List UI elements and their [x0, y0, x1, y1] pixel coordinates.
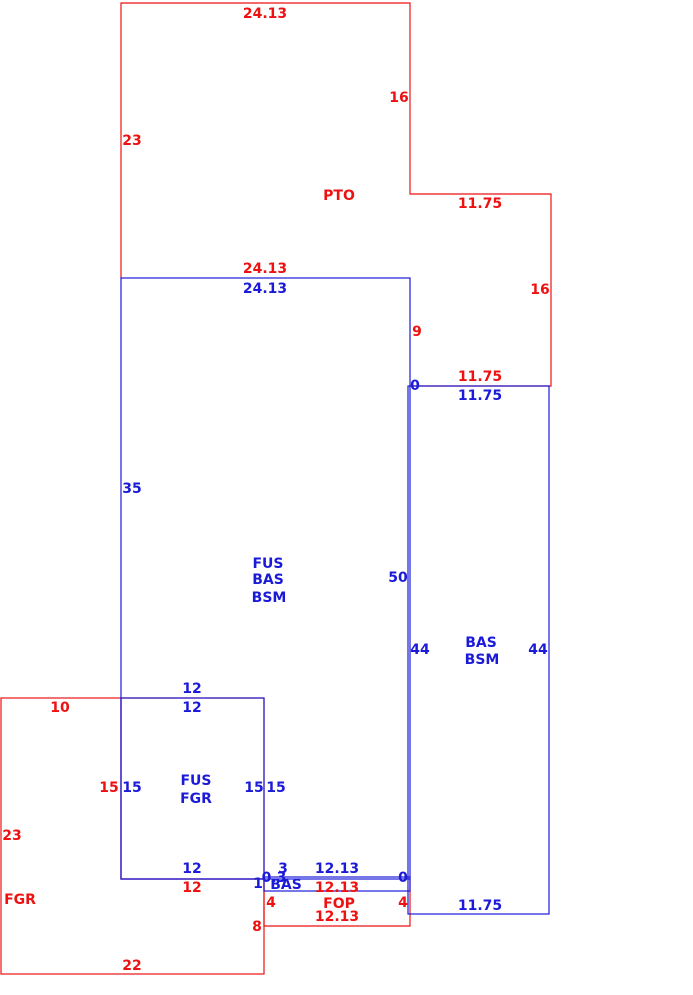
fus-fgr-left-blue-dim: 15 — [122, 780, 141, 796]
fus-fgr-left-red-dim: 15 — [99, 780, 118, 796]
fgr-right-lower-dim: 8 — [252, 919, 262, 935]
right-bottom-dim: 11.75 — [458, 898, 502, 914]
bas-strip-label: BAS — [270, 877, 302, 893]
right-zero-bottom-dim: 0 — [398, 870, 408, 886]
fus-fgr-label-2: FGR — [180, 791, 212, 807]
fus-fgr-top-outer-dim: 12 — [182, 681, 201, 697]
right-area-label-1: BAS — [465, 635, 497, 651]
main-house-outline — [120, 277, 411, 880]
right-area-label-2: BSM — [465, 652, 500, 668]
blue-labels: 24.13 0 11.75 35 FUS BAS BSM 50 44 BAS B… — [122, 281, 548, 914]
fus-fgr-right-inner-dim: 15 — [244, 780, 263, 796]
fop-outline — [263, 879, 411, 927]
main-area-label-1: FUS — [252, 556, 283, 572]
fus-fgr-label-1: FUS — [180, 773, 211, 789]
fop-label: FOP — [323, 896, 355, 912]
main-top-dim: 24.13 — [243, 281, 287, 297]
bas-strip-zero-dim: 0.3 — [262, 870, 287, 886]
pto-step-dim: 11.75 — [458, 196, 502, 212]
blue-outlines — [120, 277, 550, 915]
fus-fgr-outline — [120, 697, 265, 880]
pto-left-dim: 23 — [122, 133, 141, 149]
right-zero-top-dim: 0 — [410, 378, 420, 394]
red-outlines — [0, 2, 552, 975]
fus-fgr-bottom-blue-dim: 12 — [182, 861, 201, 877]
right-right-dim: 44 — [528, 642, 548, 658]
fop-right-dim: 4 — [398, 895, 408, 911]
bas-strip-three-dim: 3 — [278, 861, 288, 877]
pto-seg-dim: 9 — [412, 324, 422, 340]
fop-bottom-dim: 12.13 — [315, 909, 359, 925]
fus-fgr-top-inner-dim: 12 — [182, 700, 201, 716]
right-left-dim: 44 — [410, 642, 430, 658]
fgr-outline — [0, 697, 265, 975]
fgr-label: FGR — [4, 892, 36, 908]
fus-fgr-right-outer-dim: 15 — [266, 780, 285, 796]
fgr-top-dim: 10 — [50, 700, 70, 716]
fgr-left-dim: 23 — [2, 828, 21, 844]
main-left-dim: 35 — [122, 481, 141, 497]
pto-right-lower-dim: 16 — [530, 282, 549, 298]
right-top-dim: 11.75 — [458, 388, 502, 404]
pto-bottom-right-dim: 11.75 — [458, 369, 502, 385]
pto-outline — [120, 2, 552, 387]
fop-top-dim: 12.13 — [315, 880, 359, 896]
right-wing-outline — [407, 385, 550, 915]
fus-fgr-bottom-red-dim: 12 — [182, 880, 201, 896]
main-right-dim: 50 — [388, 570, 408, 586]
bas-strip-top-dim: 12.13 — [315, 861, 359, 877]
fgr-bottom-dim: 22 — [122, 958, 141, 974]
pto-right-dim: 16 — [389, 90, 408, 106]
red-labels: 24.13 16 23 PTO 11.75 16 24.13 9 11.75 1… — [2, 6, 549, 974]
pto-top-dim: 24.13 — [243, 6, 287, 22]
fop-left-dim: 4 — [266, 895, 276, 911]
pto-bottom-dim: 24.13 — [243, 261, 287, 277]
pto-label: PTO — [323, 188, 355, 204]
bas-strip-one-dim: 1 — [253, 876, 263, 892]
bas-strip-outline — [263, 876, 411, 892]
main-area-label-3: BSM — [252, 590, 287, 606]
main-area-label-2: BAS — [252, 572, 284, 588]
